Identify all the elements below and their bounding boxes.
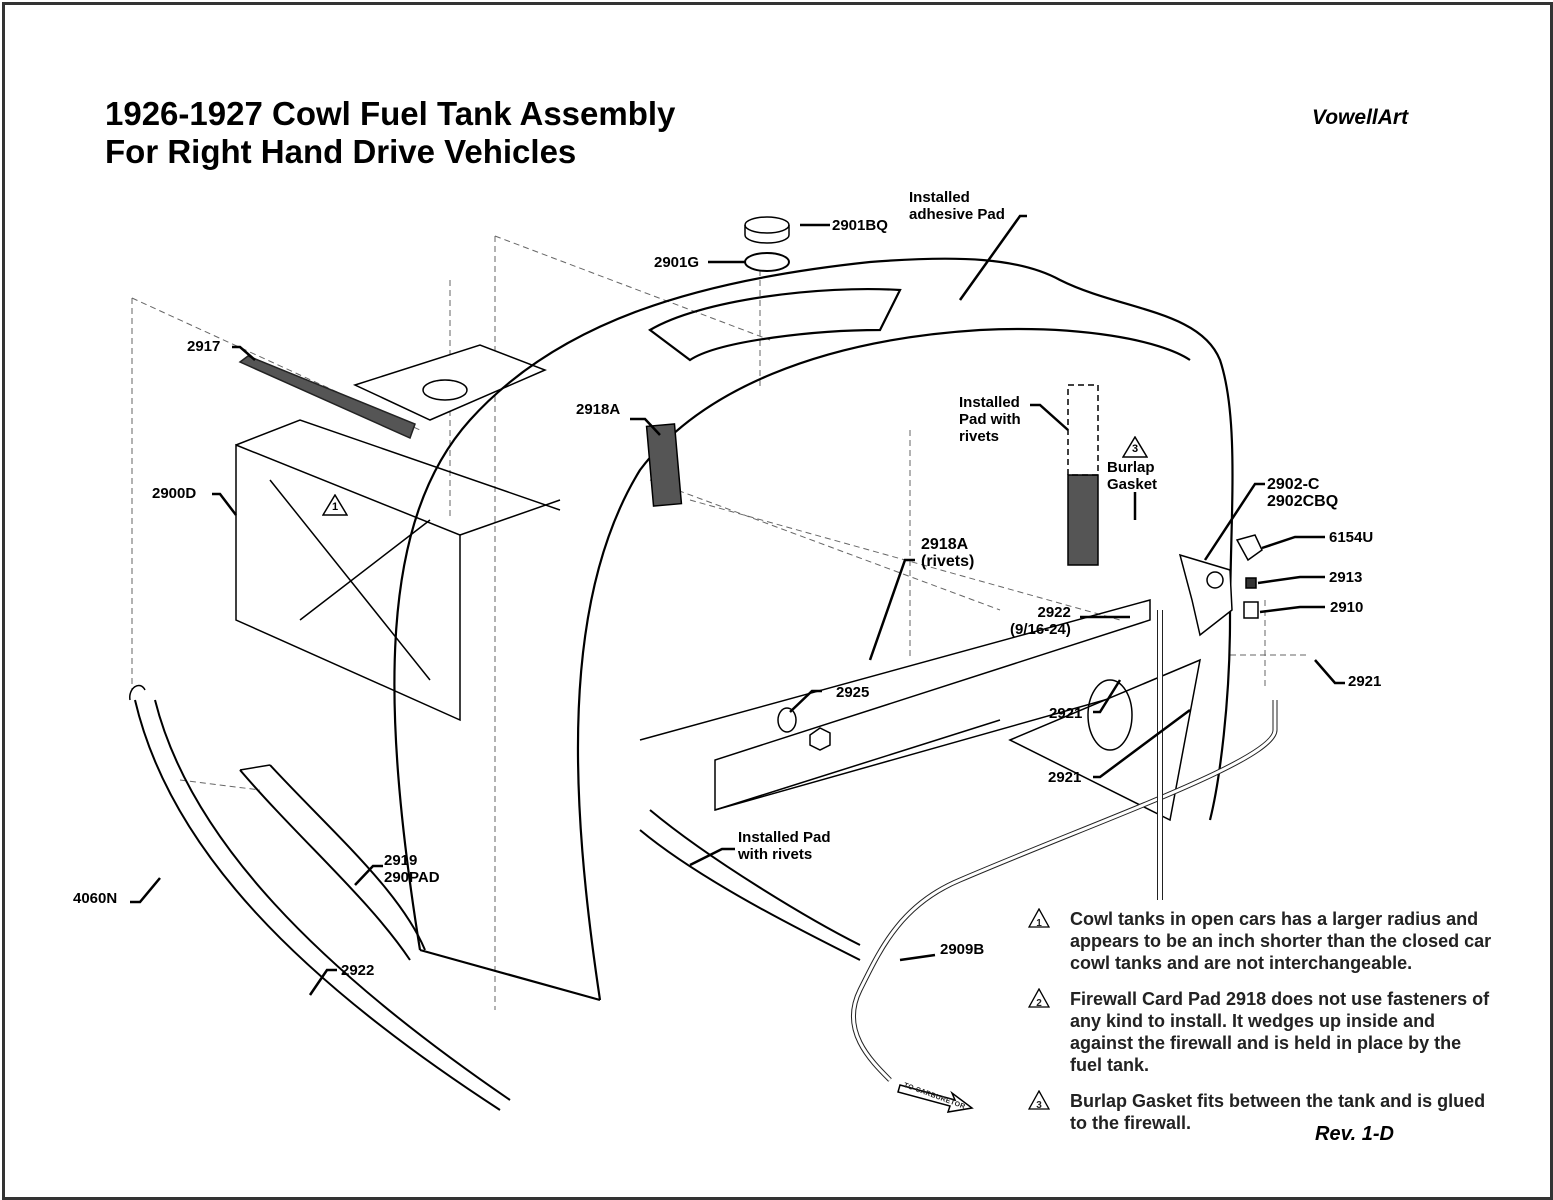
strap-2922-bottom	[129, 684, 511, 1111]
label-2925: 2925	[836, 684, 870, 701]
label-2921-mid-1: 2921	[1049, 705, 1083, 722]
gasket-2901G	[744, 252, 790, 272]
label-2902C: 2902-C 2902CBQ	[1267, 476, 1338, 510]
label-2921-mid-2: 2921	[1048, 769, 1082, 786]
note-text: Burlap Gasket fits between the tank and …	[1070, 1091, 1486, 1133]
label-line: Burlap	[1107, 459, 1155, 476]
label-line: rivets	[959, 428, 1000, 445]
label-2918A: 2918A	[576, 401, 621, 418]
label-line: 2902CBQ	[1267, 493, 1339, 510]
label-2910: 2910	[1330, 599, 1364, 616]
label-2922-bottom: 2922	[341, 962, 375, 979]
brand-logo: VowellArt	[1312, 106, 1409, 129]
note-marker: 2	[1036, 998, 1042, 1009]
label-2921-right: 2921	[1348, 673, 1382, 690]
label-line: Installed	[909, 189, 970, 206]
label-2901BQ: 2901BQ	[832, 217, 888, 234]
label-2900D: 2900D	[152, 485, 197, 502]
callout-number: 1	[331, 501, 339, 513]
label-2917: 2917	[187, 338, 221, 355]
strap-2919-pad	[239, 764, 426, 961]
warning-triangle-icon: 3	[1027, 1089, 1051, 1111]
washer-2925	[777, 707, 797, 733]
callout-1-icon: 1	[321, 493, 349, 516]
label-line: Gasket	[1107, 476, 1158, 493]
label-line: 290PAD	[384, 869, 440, 886]
label-6154U: 6154U	[1329, 529, 1374, 546]
label-line: Installed	[959, 394, 1020, 411]
note-marker: 3	[1036, 1100, 1042, 1111]
to-carburetor-arrow	[897, 1084, 974, 1113]
strap-installed-right	[639, 809, 861, 961]
nut	[809, 727, 831, 751]
note-3: 3 Burlap Gasket fits between the tank an…	[1027, 1089, 1498, 1134]
note-2: 2 Firewall Card Pad 2918 does not use fa…	[1027, 987, 1498, 1076]
notes-section: 1 Cowl tanks in open cars has a larger r…	[1027, 907, 1498, 1148]
label-line: with rivets	[738, 846, 813, 863]
label-2919: 2919 290PAD	[384, 852, 440, 886]
label-line: adhesive Pad	[909, 206, 1005, 223]
label-installed-pad-with-rivets: Installed Pad with rivets	[959, 394, 1021, 445]
label-line: 2919	[384, 852, 418, 869]
warning-triangle-icon: 1	[1027, 907, 1051, 929]
note-text: Cowl tanks in open cars has a larger rad…	[1070, 909, 1492, 973]
label-line: 2918A	[921, 536, 969, 553]
firewall-bracket	[639, 599, 1201, 822]
label-line: (rivets)	[921, 553, 975, 570]
pad-2917	[238, 355, 416, 440]
fuel-tank-2900D	[235, 344, 561, 722]
note-1: 1 Cowl tanks in open cars has a larger r…	[1027, 907, 1498, 974]
title-line-1: 1926-1927 Cowl Fuel Tank Assembly	[105, 95, 676, 132]
label-installed-adhesive-pad: Installed adhesive Pad	[909, 189, 1005, 223]
fuel-valve-2902C	[1178, 534, 1263, 637]
label-2918A-rivets: 2918A (rivets)	[921, 536, 974, 570]
revision-label: Rev. 1-D	[1315, 1123, 1394, 1145]
label-line: Pad with	[959, 411, 1021, 428]
note-text: Firewall Card Pad 2918 does not use fast…	[1070, 989, 1490, 1075]
label-line: Installed Pad	[738, 829, 831, 846]
label-4060N: 4060N	[73, 890, 118, 907]
filler-cap-2901BQ	[744, 216, 790, 244]
warning-triangle-icon: 2	[1027, 987, 1051, 1009]
installed-pad-outline	[1067, 384, 1099, 476]
burlap-pad	[1067, 474, 1099, 566]
label-2901G: 2901G	[654, 254, 700, 271]
label-burlap-gasket: Burlap Gasket	[1107, 459, 1157, 493]
leader-lines	[130, 214, 1345, 996]
label-line: (9/16-24)	[1010, 621, 1071, 638]
label-line: 2922	[1037, 604, 1071, 621]
label-2913: 2913	[1329, 569, 1363, 586]
label-2922-mid: 2922 (9/16-24)	[1010, 604, 1071, 638]
pad-2918A	[645, 423, 683, 507]
label-installed-pad-bottom: Installed Pad with rivets	[738, 829, 831, 863]
label-2909B: 2909B	[940, 941, 985, 958]
title-line-2: For Right Hand Drive Vehicles	[105, 133, 577, 170]
callout-3-icon: 3	[1121, 435, 1149, 458]
callout-number: 3	[1131, 443, 1139, 455]
label-line: 2902-C	[1267, 476, 1320, 493]
drawing-title: 1926-1927 Cowl Fuel Tank Assembly For Ri…	[105, 95, 675, 171]
note-marker: 1	[1036, 918, 1042, 929]
